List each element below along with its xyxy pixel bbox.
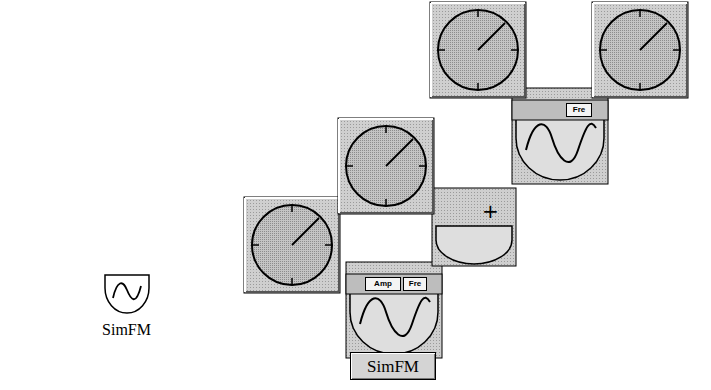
parameter-button: Fre — [566, 103, 592, 117]
sine-wave — [113, 283, 141, 299]
node-text: Fre — [573, 106, 585, 114]
module-icon: SimFM — [96, 272, 157, 342]
parameter-button: Amp — [365, 277, 401, 291]
node-text: Amp — [374, 280, 392, 288]
node-text: Fre — [409, 280, 421, 288]
module-label: SimFM — [350, 352, 436, 380]
adder-block: + — [476, 199, 505, 223]
bowl-icon — [102, 272, 152, 316]
node-text: SimFM — [367, 358, 419, 375]
bowl-outline — [105, 275, 149, 313]
node-text: + — [482, 201, 499, 221]
parameter-button: Fre — [403, 277, 427, 291]
node-text: SimFM — [102, 322, 151, 338]
